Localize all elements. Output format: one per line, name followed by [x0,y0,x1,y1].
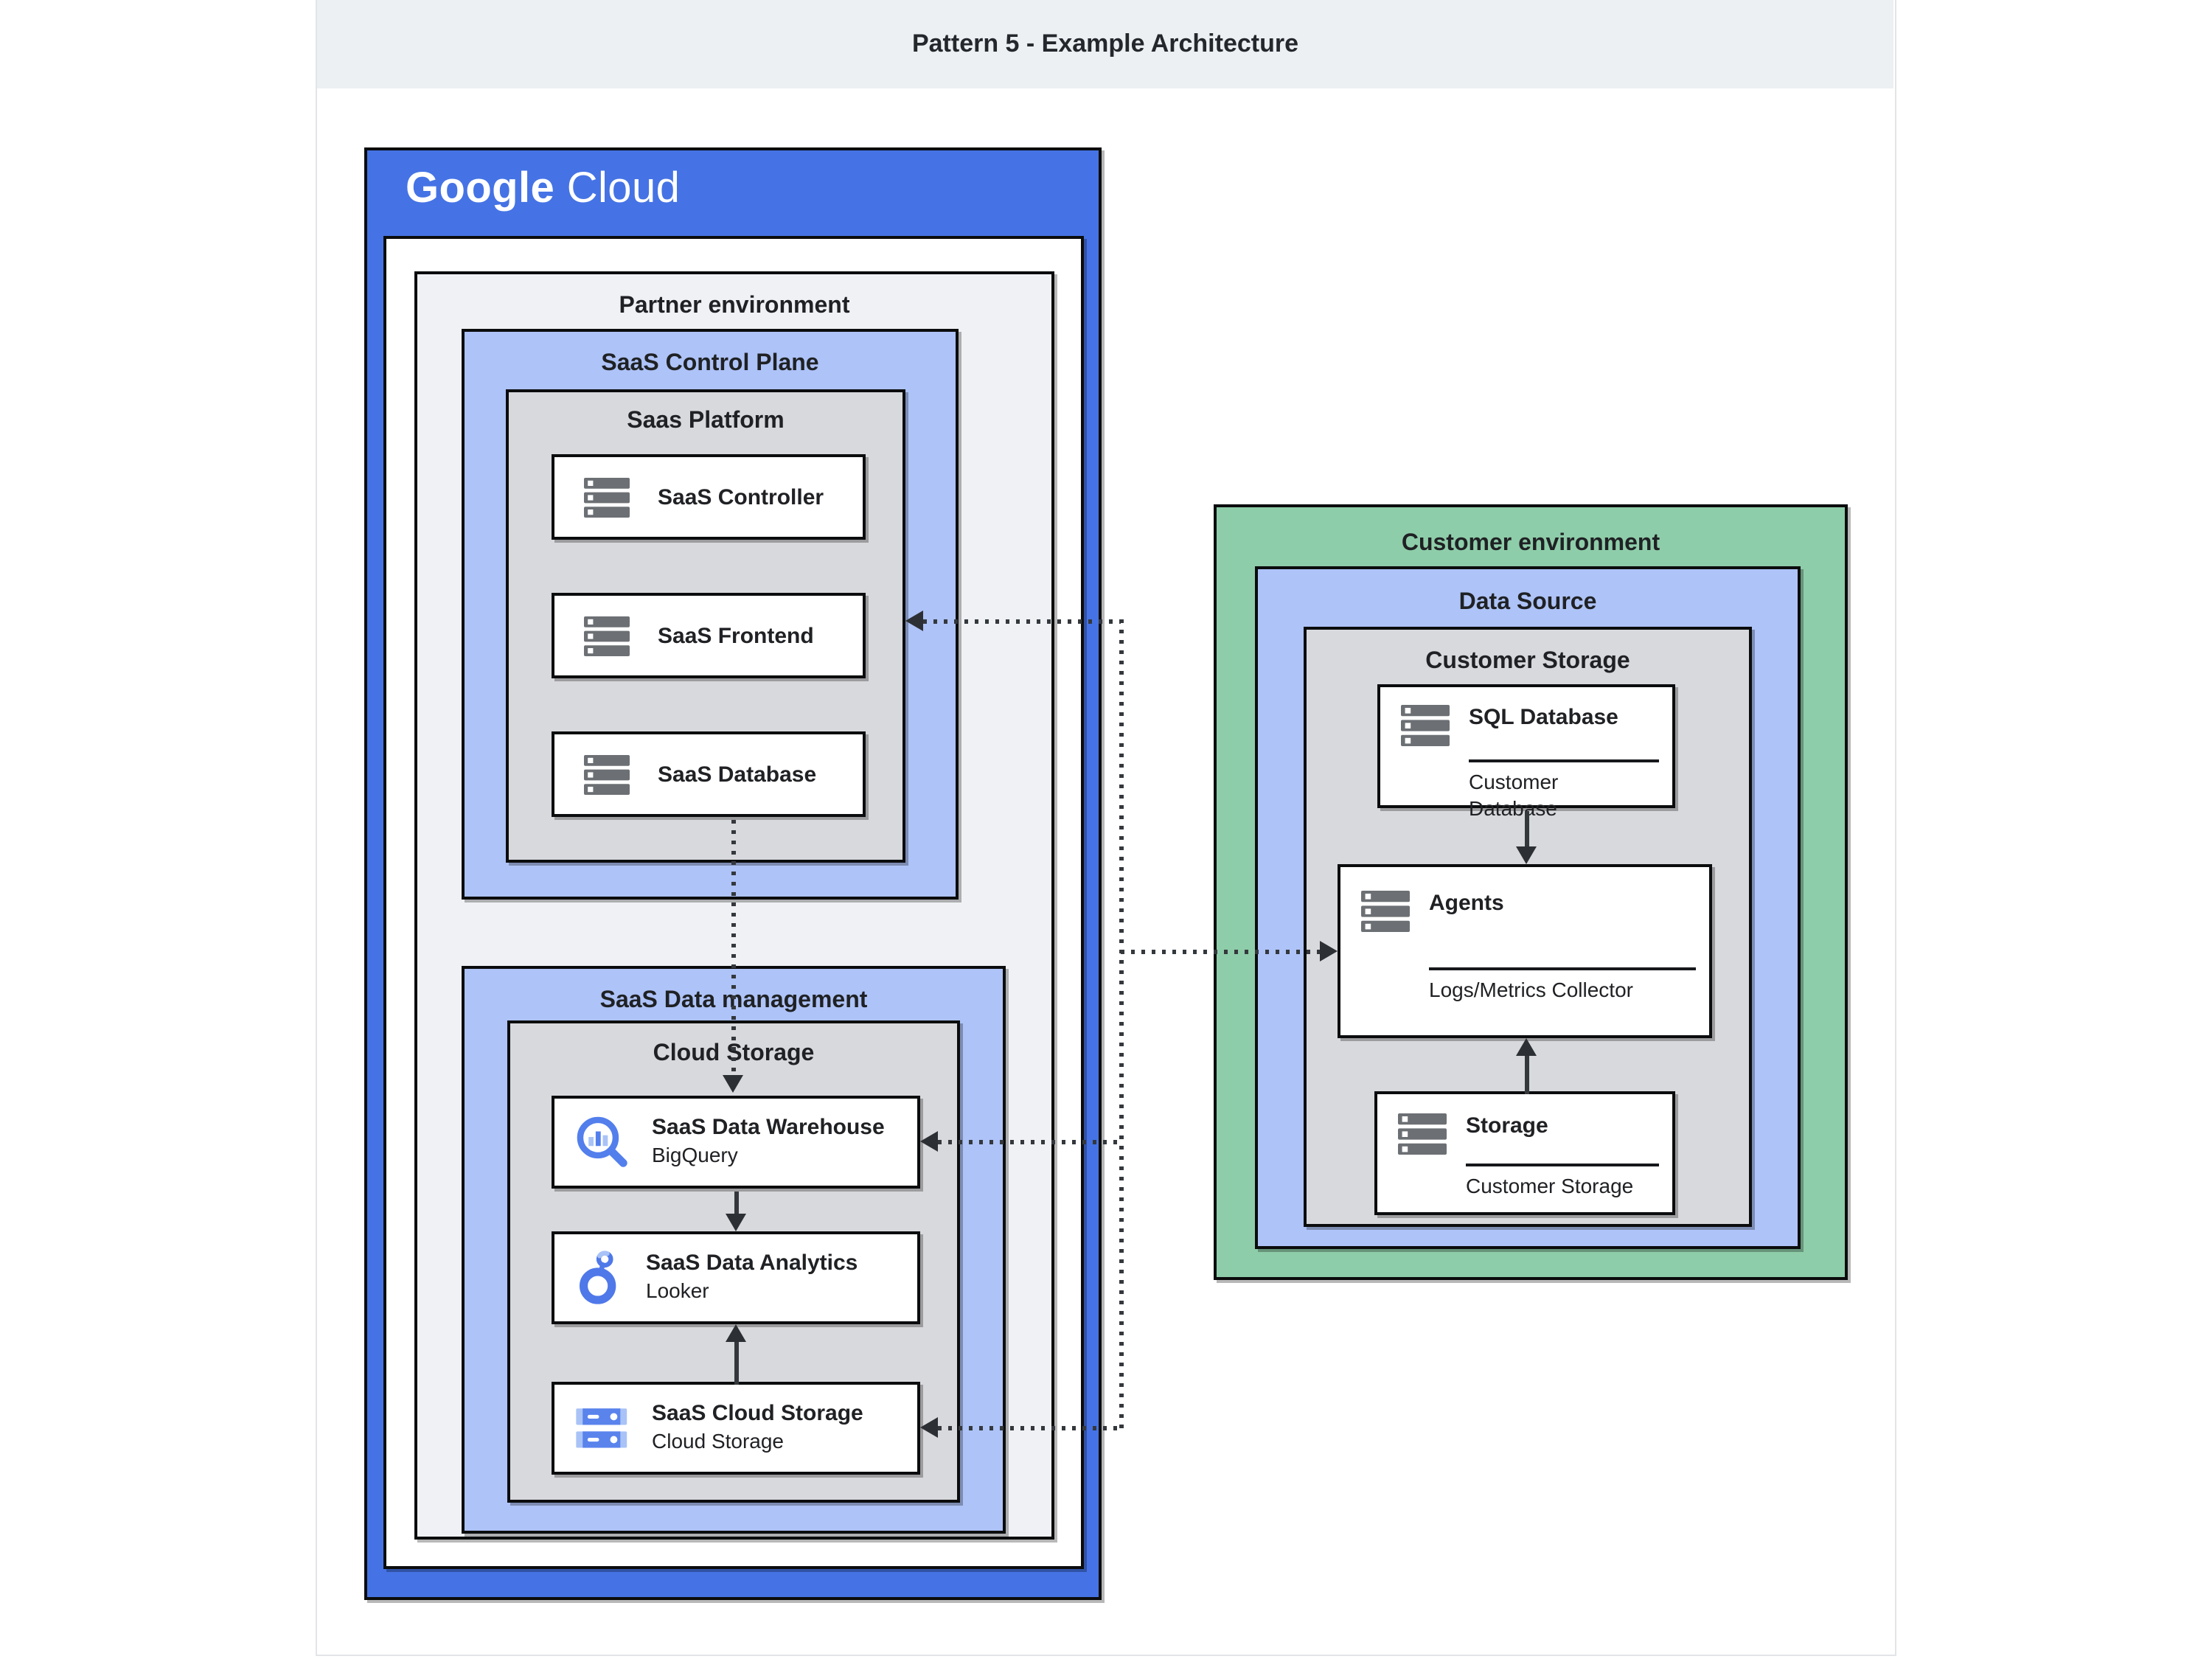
node-sublabel: Logs/Metrics Collector [1429,978,1633,1001]
logo-google-text: Google [406,165,555,212]
node-label: SaaS Controller [658,484,824,509]
node-label: Storage [1466,1113,1548,1138]
node-label: SaaS Data Warehouse [652,1115,885,1141]
arrowhead-down-icon [1516,846,1537,864]
saas-control-plane-label: SaaS Control Plane [601,351,819,376]
node-sublabel: Customer Database [1469,770,1559,821]
dotted-connector-to-saas-cloud-storage [938,1426,1121,1430]
divider-rule [1469,759,1659,762]
arrowhead-left-icon [920,1131,938,1152]
server-stack-icon [1361,891,1410,932]
divider-rule [1466,1164,1659,1166]
arrow-warehouse-to-analytics [734,1192,738,1217]
node-label: Agents [1429,891,1504,916]
arrowhead-left-icon [920,1417,938,1438]
bigquery-icon [577,1116,627,1166]
saas-platform-label: Saas Platform [627,408,785,434]
node-sql-database: SQL Database Customer Database [1377,684,1675,820]
customer-storage-zone-label: Customer Storage [1425,649,1630,674]
node-label: SQL Database [1469,705,1618,730]
arrowhead-up-icon [1516,1038,1537,1056]
title-bar: Pattern 5 - Example Architecture [317,0,1893,88]
arrow-storage-to-agents [1525,1056,1528,1094]
cloud-storage-icon [576,1408,627,1447]
arrowhead-left-icon [905,611,923,631]
arrow-cloud-storage-to-analytics [734,1342,738,1385]
node-label: SaaS Frontend [658,623,814,648]
node-label: SaaS Database [658,762,817,787]
arrowhead-right-icon [1320,941,1338,961]
server-stack-icon [584,754,630,794]
looker-icon [579,1250,616,1304]
dotted-connector-database-to-warehouse [731,820,735,1077]
node-agents: Agents Logs/Metrics Collector [1338,864,1712,1038]
logo-cloud-text: Cloud [566,165,681,212]
arrowhead-up-icon [726,1324,746,1342]
server-stack-icon [1398,1113,1447,1155]
google-cloud-logo: Google Cloud [406,165,680,214]
arrowhead-down-icon [726,1214,746,1231]
node-product-label: Cloud Storage [652,1429,785,1453]
dotted-connector-to-saas-frontend [923,619,1121,623]
node-label: SaaS Cloud Storage [652,1401,863,1427]
node-saas-data-analytics: SaaS Data Analytics Looker [552,1231,920,1324]
node-saas-controller: SaaS Controller [552,454,866,540]
node-storage: Storage Customer Storage [1374,1091,1675,1215]
content-frame [316,0,1896,1656]
partner-environment-label: Partner environment [619,293,850,319]
divider-rule [1429,967,1696,970]
customer-environment-label: Customer environment [1401,531,1660,556]
server-stack-icon [584,616,630,655]
node-saas-cloud-storage: SaaS Cloud Storage Cloud Storage [552,1382,920,1475]
data-source-label: Data Source [1458,590,1597,615]
node-product-label: BigQuery [652,1143,738,1167]
server-stack-icon [1401,705,1450,746]
node-saas-frontend: SaaS Frontend [552,593,866,678]
node-saas-data-warehouse: SaaS Data Warehouse BigQuery [552,1096,920,1189]
dotted-connector-to-data-warehouse [938,1140,1121,1144]
node-product-label: Looker [646,1279,709,1303]
arrowhead-down-icon [723,1075,743,1093]
dotted-bus-vertical [1119,619,1123,1430]
server-stack-icon [584,477,630,517]
page-title: Pattern 5 - Example Architecture [911,29,1298,58]
node-label: SaaS Data Analytics [646,1251,858,1276]
arrow-sql-to-agents [1525,811,1528,849]
dotted-connector-to-agents [1121,950,1321,953]
node-saas-database: SaaS Database [552,731,866,817]
node-sublabel: Customer Storage [1466,1174,1634,1197]
